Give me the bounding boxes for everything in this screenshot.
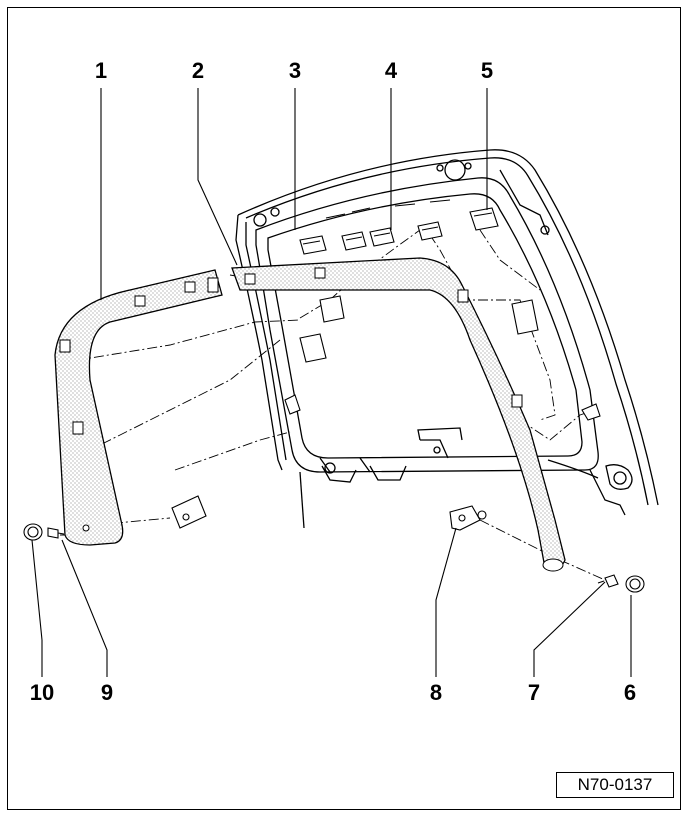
- callout-3: 3: [288, 58, 302, 83]
- bracket-lower-left: [171, 495, 207, 529]
- callout-2: 2: [191, 58, 205, 83]
- callout-6: 6: [623, 680, 637, 705]
- diagram-frame: [7, 7, 681, 810]
- bracket-right: [511, 299, 539, 335]
- clip-4a: [341, 231, 367, 251]
- callout-8: 8: [429, 680, 443, 705]
- figure-id-label: N70-0137: [556, 772, 674, 798]
- callout-10: 10: [29, 680, 55, 705]
- callout-9: 9: [100, 680, 114, 705]
- clip-4c: [417, 221, 443, 241]
- bracket-mid: [299, 333, 327, 363]
- callout-4: 4: [384, 58, 398, 83]
- screw-9: [47, 527, 65, 539]
- retaining-clips: [171, 199, 601, 531]
- trim-panel-2-clips: [244, 267, 564, 572]
- fasteners: [23, 523, 645, 593]
- clip-3: [299, 235, 327, 255]
- callout-7: 7: [527, 680, 541, 705]
- callout-1: 1: [94, 58, 108, 83]
- trim-panel-1-clips: [59, 277, 219, 532]
- leader-lines: [31, 88, 632, 677]
- clip-5: [469, 207, 499, 231]
- callout-5: 5: [480, 58, 494, 83]
- screw-7: [597, 574, 619, 588]
- trim-panel-1: [54, 269, 223, 546]
- tailgate-body: [235, 149, 659, 529]
- clip-4b: [369, 227, 395, 247]
- bracket-upper: [319, 295, 345, 323]
